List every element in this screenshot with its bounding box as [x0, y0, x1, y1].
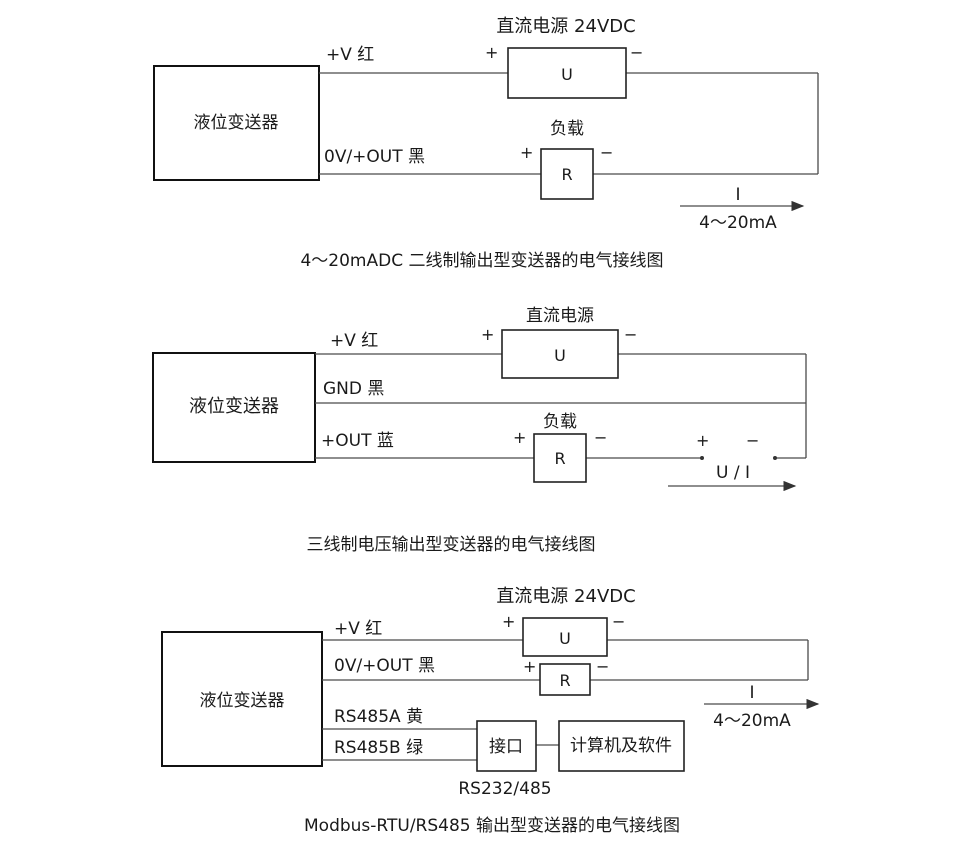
wire-out-label: 0V/+OUT 黑	[334, 656, 435, 676]
diagram-modbus: 液位变送器 +V 红 0V/+OUT 黑 RS485A 黄 RS485B 绿 直…	[161, 586, 820, 836]
current-range: 4～20mA	[699, 213, 777, 233]
wire-v-label: +V 红	[326, 45, 374, 65]
transmitter-box	[161, 631, 323, 767]
load-label: 负载	[543, 412, 577, 432]
diagram-three-wire: 液位变送器 +V 红 GND 黑 +OUT 蓝 直流电源 U + − 负载 R …	[152, 306, 807, 555]
supply-minus: −	[612, 612, 625, 631]
wire-v-label: +V 红	[330, 331, 378, 351]
load-minus: −	[594, 428, 607, 447]
supply-label: 直流电源 24VDC	[496, 586, 635, 607]
terminal-minus	[773, 456, 777, 460]
load-box	[539, 663, 591, 696]
load-box	[540, 148, 594, 200]
load-minus: −	[596, 657, 609, 676]
wire-out-label: 0V/+OUT 黑	[324, 147, 425, 167]
load-symbol: R	[559, 671, 570, 690]
transmitter-label: 液位变送器	[194, 113, 279, 133]
interface-type-label: RS232/485	[458, 779, 551, 799]
wire-a-label: RS485A 黄	[334, 707, 423, 727]
interface-box	[476, 720, 537, 772]
wire-gnd-label: GND 黑	[323, 379, 384, 399]
wire-v-label: +V 红	[334, 619, 382, 639]
load-label: 负载	[550, 119, 584, 139]
transmitter-box	[153, 65, 320, 181]
supply-box	[522, 617, 608, 657]
diagram-two-wire: 液位变送器 +V 红 0V/+OUT 黑 直流电源 24VDC U + − 负载…	[153, 16, 819, 271]
supply-plus: +	[481, 325, 494, 344]
current-symbol: I	[749, 683, 754, 703]
interface-label: 接口	[489, 737, 523, 757]
computer-box	[558, 720, 685, 772]
terminal-plus	[700, 456, 704, 460]
computer-label: 计算机及软件	[570, 736, 672, 756]
supply-label: 直流电源 24VDC	[496, 16, 635, 37]
transmitter-box	[152, 352, 316, 463]
output-plus: +	[696, 431, 709, 450]
transmitter-label: 液位变送器	[189, 396, 279, 417]
transmitter-label: 液位变送器	[200, 691, 285, 711]
supply-symbol: U	[554, 346, 566, 365]
supply-label: 直流电源	[526, 306, 594, 326]
supply-minus: −	[630, 43, 643, 62]
supply-box	[501, 329, 619, 379]
supply-box	[507, 47, 627, 99]
supply-symbol: U	[559, 629, 571, 648]
load-symbol: R	[561, 165, 572, 184]
output-symbol: U / I	[716, 463, 750, 483]
caption-three-wire: 三线制电压输出型变送器的电气接线图	[307, 535, 596, 555]
caption-two-wire: 4～20mADC 二线制输出型变送器的电气接线图	[300, 251, 663, 271]
wire-b-label: RS485B 绿	[334, 738, 423, 758]
supply-minus: −	[624, 325, 637, 344]
load-box	[533, 433, 587, 483]
caption-modbus: Modbus-RTU/RS485 输出型变送器的电气接线图	[304, 816, 680, 836]
output-minus: −	[746, 431, 759, 450]
load-symbol: R	[554, 449, 565, 468]
current-symbol: I	[735, 185, 740, 205]
load-plus: +	[523, 657, 536, 676]
load-plus: +	[513, 428, 526, 447]
load-minus: −	[600, 143, 613, 162]
supply-plus: +	[485, 43, 498, 62]
supply-symbol: U	[561, 65, 573, 84]
current-range: 4～20mA	[713, 711, 791, 731]
wire-out-label: +OUT 蓝	[321, 431, 394, 451]
load-plus: +	[520, 143, 533, 162]
supply-plus: +	[502, 612, 515, 631]
